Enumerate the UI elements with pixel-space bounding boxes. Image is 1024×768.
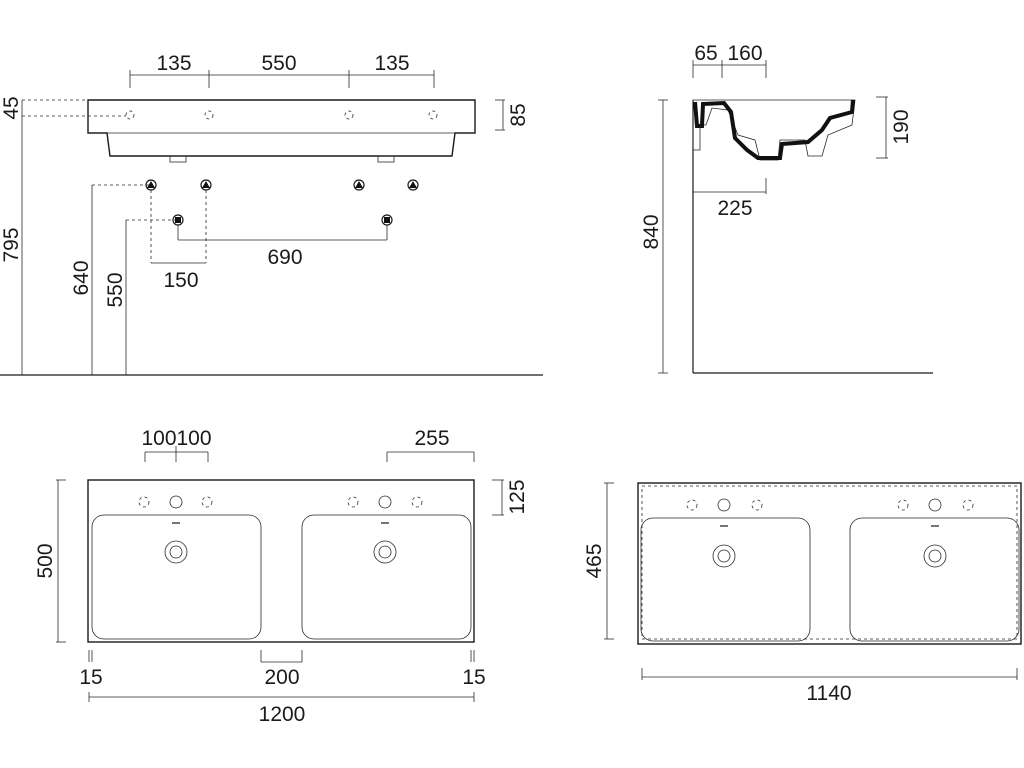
- dim-inner-1140: 1140: [806, 682, 851, 705]
- dim-front-640: 640: [70, 260, 93, 295]
- front-top-dimension: 135 550 135: [129, 52, 435, 88]
- dim-inner-465: 465: [583, 543, 606, 578]
- side-top-dimension: 65 160: [692, 42, 767, 78]
- inner-view-outline: [637, 482, 1022, 645]
- dim-top-500: 500: [34, 543, 57, 578]
- top-view-left-dimension: 500: [34, 479, 66, 643]
- tap-holes-front: [125, 110, 438, 120]
- front-pipe-dimensions: 150 690: [150, 190, 388, 292]
- dim-side-65: 65: [694, 42, 717, 65]
- dim-front-550: 550: [261, 52, 296, 75]
- top-view-outline: [87, 479, 475, 643]
- dim-front-690: 690: [267, 246, 302, 269]
- dim-top-15-right: 15: [462, 666, 485, 689]
- inner-view: 465 1140: [583, 482, 1022, 705]
- dim-top-255: 255: [414, 427, 449, 450]
- dim-side-225: 225: [717, 197, 752, 220]
- top-tap-holes: [138, 495, 423, 509]
- front-right-dimension: 85: [495, 99, 530, 131]
- supply-fittings: [145, 179, 419, 191]
- front-view: 135 550 135 85 45 795 640: [0, 52, 543, 376]
- dim-front-795: 795: [0, 227, 23, 262]
- top-view-right-dimension: 125: [492, 479, 529, 516]
- side-basin-section: [693, 99, 855, 160]
- inner-width-dimension: 1140: [641, 668, 1018, 705]
- dim-front-135-left: 135: [156, 52, 191, 75]
- dim-top-100-right: 100: [176, 427, 211, 450]
- dim-front-550-height: 550: [104, 272, 127, 307]
- dim-top-125: 125: [506, 479, 529, 514]
- dim-top-15-left: 15: [79, 666, 102, 689]
- basin-bowl-right: [301, 514, 472, 640]
- basin-bowl-left: [91, 514, 262, 640]
- inner-drains: [712, 525, 947, 568]
- side-right-dimension: 190: [876, 96, 913, 159]
- inner-view-dashed-outline: [641, 485, 1018, 640]
- top-view-bottom-dimension: 15 200 15 1200: [79, 650, 486, 726]
- basin-front-body: [87, 99, 476, 157]
- dim-front-150: 150: [163, 269, 198, 292]
- dim-front-45: 45: [0, 96, 23, 119]
- front-left-dimension-45: 45: [0, 96, 126, 120]
- waste-outlet-right: [377, 155, 395, 163]
- top-drains: [164, 522, 397, 564]
- dim-top-100-left: 100: [141, 427, 176, 450]
- inner-tap-holes: [686, 498, 974, 512]
- side-basin-outline: [692, 99, 856, 161]
- inner-bowl-left: [640, 517, 811, 642]
- side-view: 65 160 190 225 840: [640, 42, 933, 374]
- dim-front-135-right: 135: [374, 52, 409, 75]
- front-height-795: 795: [0, 100, 23, 375]
- inner-left-dimension: 465: [583, 482, 614, 640]
- dim-side-840: 840: [640, 214, 663, 249]
- waste-outlet-left: [169, 155, 187, 163]
- top-view: 100 100 255 125 500 15: [34, 427, 529, 726]
- inner-bowl-right: [849, 517, 1020, 642]
- dim-side-190: 190: [890, 109, 913, 144]
- side-height-dimension: 840: [640, 99, 668, 374]
- dim-top-200: 200: [264, 666, 299, 689]
- top-view-top-dimension: 100 100 255: [141, 427, 475, 462]
- dim-top-1200: 1200: [259, 703, 306, 726]
- dim-front-85: 85: [507, 103, 530, 126]
- front-height-640: 640: [70, 184, 150, 375]
- front-height-550: 550: [104, 219, 178, 375]
- side-bottom-dimension: 225: [693, 178, 767, 220]
- dim-side-160: 160: [727, 42, 762, 65]
